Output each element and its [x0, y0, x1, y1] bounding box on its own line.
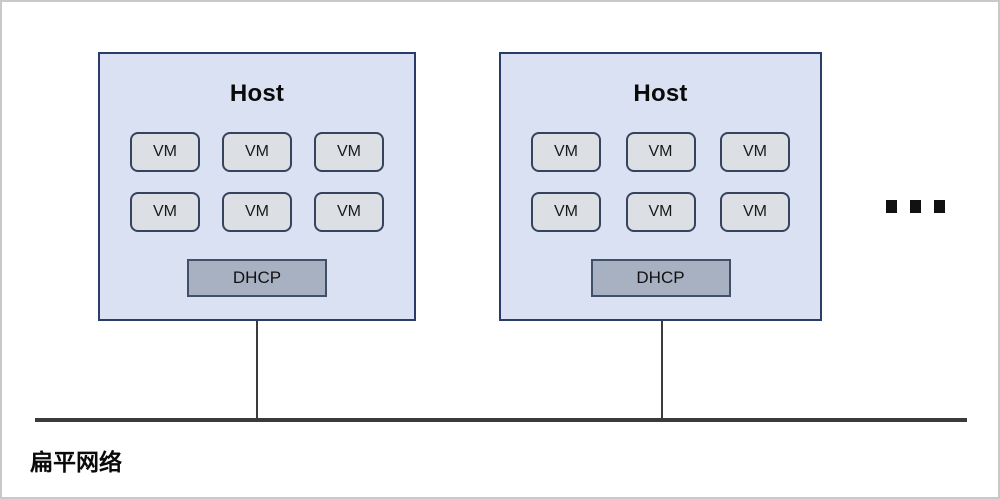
host-box-1: Host VM VM VM VM VM VM DHCP — [98, 52, 416, 321]
ellipsis-dot — [910, 200, 921, 213]
flat-network-bus-line — [35, 418, 967, 422]
vm-box: VM — [720, 132, 790, 172]
more-hosts-ellipsis-icon — [886, 200, 945, 213]
vm-grid-1: VM VM VM VM VM VM — [130, 132, 384, 232]
vm-box: VM — [314, 192, 384, 232]
host-1-network-connector — [256, 321, 258, 420]
host-2-network-connector — [661, 321, 663, 420]
flat-network-label: 扁平网络 — [30, 449, 122, 475]
dhcp-box-1: DHCP — [187, 259, 327, 297]
host-title-2: Host — [633, 80, 688, 107]
vm-box: VM — [531, 192, 601, 232]
vm-box: VM — [314, 132, 384, 172]
vm-box: VM — [130, 132, 200, 172]
vm-box: VM — [222, 192, 292, 232]
ellipsis-dot — [934, 200, 945, 213]
vm-box: VM — [222, 132, 292, 172]
vm-box: VM — [531, 132, 601, 172]
host-title-1: Host — [229, 80, 285, 107]
vm-box: VM — [720, 192, 790, 232]
dhcp-box-2: DHCP — [590, 259, 731, 297]
vm-grid-2: VM VM VM VM VM VM — [531, 132, 790, 232]
vm-box: VM — [625, 132, 696, 172]
vm-box: VM — [625, 192, 696, 232]
vm-box: VM — [130, 192, 200, 232]
host-box-2: Host VM VM VM VM VM VM DHCP — [499, 52, 822, 321]
ellipsis-dot — [886, 200, 897, 213]
